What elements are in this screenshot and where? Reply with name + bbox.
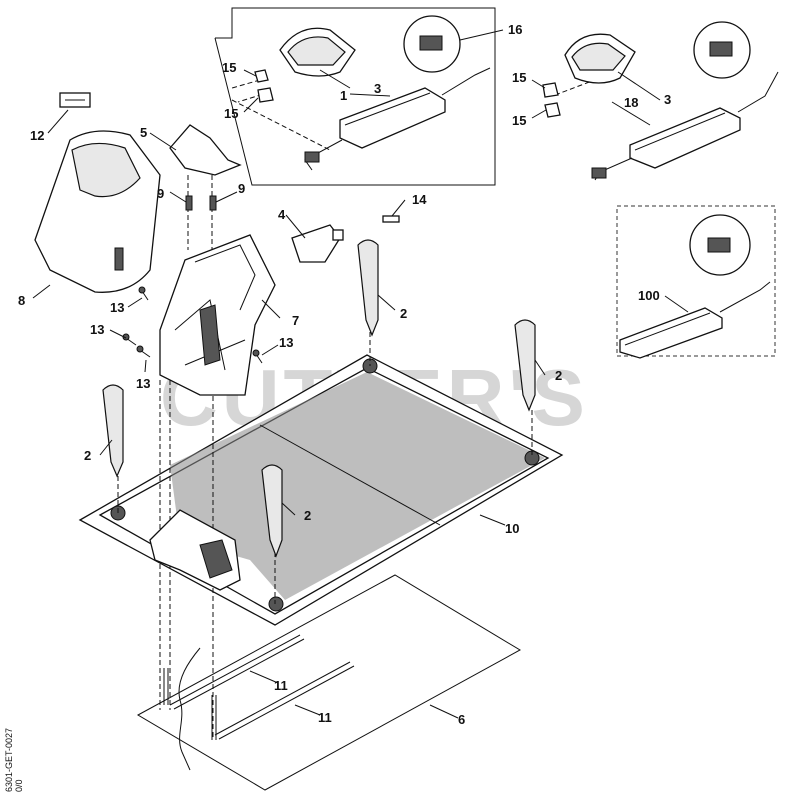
power-supply-kit-box xyxy=(214,7,496,186)
contact-rods xyxy=(163,634,355,771)
callout-15: 15 xyxy=(222,60,236,75)
callout-10: 10 xyxy=(505,521,519,536)
callout-12: 12 xyxy=(30,128,44,143)
document-id: 6301-GET-0027 0/0 xyxy=(4,728,24,792)
callout-2: 2 xyxy=(400,306,407,321)
callout-2: 2 xyxy=(304,508,311,523)
callout-7: 7 xyxy=(292,313,299,328)
callout-9: 9 xyxy=(157,186,164,201)
callout-5: 5 xyxy=(140,125,147,140)
power-supply-100-box xyxy=(616,205,776,357)
callout-13: 13 xyxy=(110,300,124,315)
callout-15: 15 xyxy=(224,106,238,121)
power-supply-unit-18 xyxy=(542,21,779,181)
callout-2: 2 xyxy=(555,368,562,383)
callout-100: 100 xyxy=(638,288,660,303)
bracket xyxy=(169,124,242,176)
callout-18: 18 xyxy=(624,95,638,110)
callout-13: 13 xyxy=(136,376,150,391)
callout-13: 13 xyxy=(90,322,104,337)
callout-9: 9 xyxy=(238,181,245,196)
wire-sheet xyxy=(136,574,522,791)
callout-1: 1 xyxy=(340,88,347,103)
callout-4: 4 xyxy=(278,207,286,222)
callout-6: 6 xyxy=(458,712,465,727)
callout-15: 15 xyxy=(512,113,526,128)
screws xyxy=(122,286,263,364)
document-tag-text: 0/0 xyxy=(14,779,24,792)
callout-15: 15 xyxy=(512,70,526,85)
docking-plate-front xyxy=(149,509,241,591)
power-supply-unit-100 xyxy=(619,214,771,359)
callout-3: 3 xyxy=(374,81,381,96)
callout-13: 13 xyxy=(279,335,293,350)
callout-2: 2 xyxy=(84,448,91,463)
callout-14: 14 xyxy=(412,192,427,207)
callout-numbers: 1 2 2 2 2 3 3 4 5 6 7 8 9 9 10 11 11 12 … xyxy=(18,22,671,727)
power-supply-unit-kit xyxy=(254,15,491,171)
label-sticker xyxy=(59,92,91,108)
cover xyxy=(34,130,161,293)
callout-11: 11 xyxy=(318,710,332,725)
connector xyxy=(291,224,344,263)
callout-8: 8 xyxy=(18,293,25,308)
leader-lines xyxy=(32,29,689,719)
callout-16: 16 xyxy=(508,22,522,37)
document-id-text: 6301-GET-0027 xyxy=(4,728,14,792)
callout-11: 11 xyxy=(274,678,288,693)
small-clip xyxy=(382,215,400,223)
callout-3: 3 xyxy=(664,92,671,107)
ground-stakes xyxy=(102,239,536,558)
springs xyxy=(185,195,217,211)
docking-station-body xyxy=(159,234,276,396)
